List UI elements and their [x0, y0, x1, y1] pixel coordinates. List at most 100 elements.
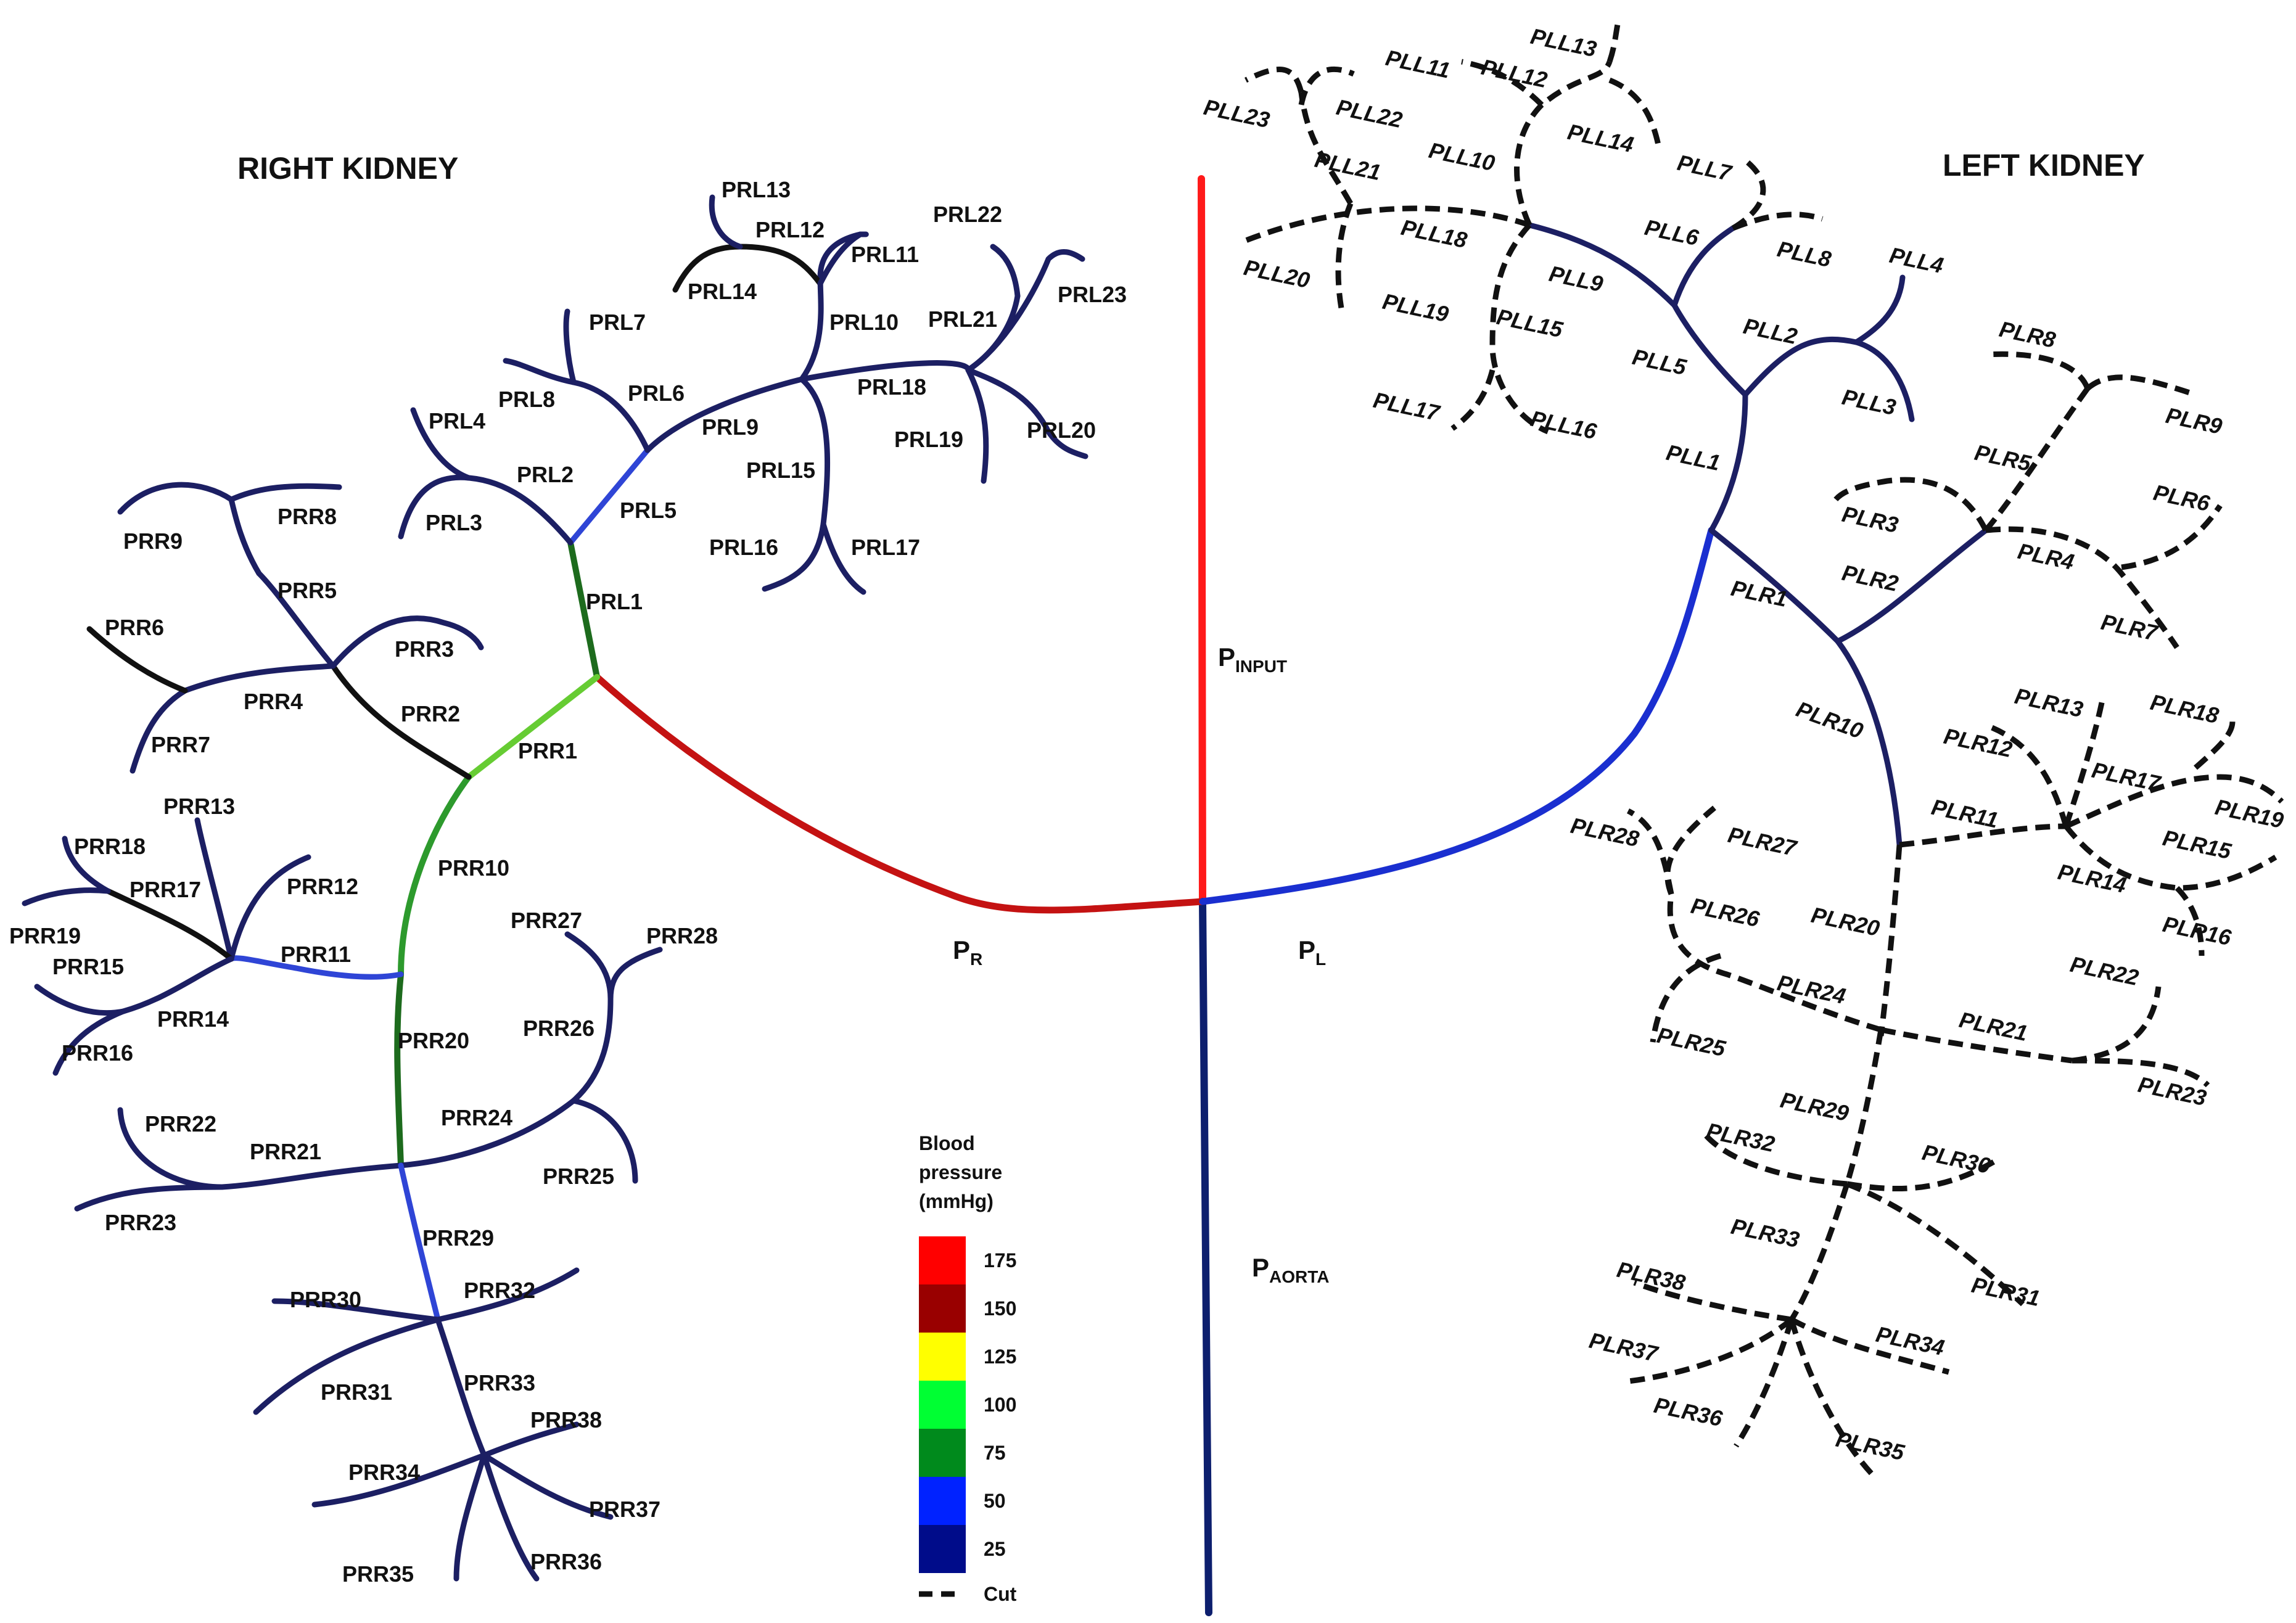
- segment-label-prl13: PRL13: [722, 177, 791, 202]
- segment-label-prl19: PRL19: [894, 427, 963, 452]
- legend-swatch-100: [919, 1381, 966, 1429]
- segment-label-pll7: PLL7: [1675, 150, 1735, 186]
- segment-label-prr1: PRR1: [518, 738, 577, 763]
- plr1-vessel: [1708, 527, 1841, 644]
- segment-label-plr20: PLR20: [1809, 902, 1882, 941]
- pll23-vessel: [1244, 67, 1304, 94]
- segment-label-plr6: PLR6: [2151, 480, 2212, 516]
- prr38-vessel: [481, 1421, 580, 1458]
- plr5-vessel: [1983, 387, 2090, 532]
- segment-label-prr18: PRR18: [74, 834, 146, 859]
- prr29-vessel: [398, 1162, 441, 1323]
- segment-label-prr9: PRR9: [123, 528, 183, 554]
- plr25-vessel: [1650, 953, 1722, 1043]
- segment-label-prr13: PRR13: [163, 794, 235, 819]
- segment-label-plr4: PLR4: [2015, 538, 2076, 575]
- legend-value-175: 175: [984, 1249, 1016, 1272]
- segment-label-prr36: PRR36: [530, 1549, 602, 1574]
- plr11-vessel: [1899, 823, 2067, 848]
- segment-label-prr34: PRR34: [348, 1460, 420, 1485]
- vessel-network: [22, 17, 2284, 1616]
- prr34-vessel: [311, 1452, 487, 1508]
- pll19-vessel: [1335, 202, 1354, 309]
- prr19-vessel: [22, 887, 111, 906]
- prl7-vessel: [563, 308, 577, 385]
- plr27-vessel: [1664, 805, 1716, 895]
- segment-label-plr35: PLR35: [1833, 1426, 1907, 1466]
- segment-label-plr30: PLR30: [1920, 1140, 1993, 1178]
- segment-label-prl10: PRL10: [829, 310, 899, 335]
- segment-label-prr17: PRR17: [130, 877, 201, 902]
- segment-label-prl14: PRL14: [688, 279, 757, 304]
- pll8-vessel: [1732, 212, 1824, 231]
- legend-cut-label: Cut: [984, 1583, 1017, 1605]
- prr30-vessel: [271, 1298, 441, 1323]
- plr31-vessel: [1846, 1181, 2025, 1307]
- segment-label-plr8: PLR8: [1997, 316, 2058, 353]
- prl1-vessel: [567, 540, 600, 680]
- segment-label-pll21: PLL21: [1312, 147, 1383, 186]
- pll14-vessel: [1608, 77, 1662, 149]
- prr32-vessel: [435, 1267, 580, 1323]
- segment-label-prl9: PRL9: [702, 414, 759, 440]
- segment-label-prr38: PRR38: [530, 1407, 602, 1432]
- segment-label-prr31: PRR31: [321, 1379, 392, 1405]
- plr28-vessel: [1626, 808, 1674, 895]
- segment-label-plr29: PLR29: [1778, 1087, 1851, 1126]
- segment-label-prl2: PRL2: [517, 462, 574, 487]
- p-l-label: PL: [1298, 935, 1326, 969]
- prr10-vessel: [398, 774, 472, 977]
- segment-label-pll2: PLL2: [1741, 313, 1800, 349]
- segment-label-prr24: PRR24: [441, 1105, 512, 1130]
- segment-label-prr4: PRR4: [244, 689, 303, 714]
- segment-label-prr27: PRR27: [511, 908, 582, 933]
- segment-label-pll5: PLL5: [1630, 344, 1689, 380]
- segment-label-prr26: PRR26: [523, 1016, 595, 1041]
- input-vessel: [1198, 175, 1206, 905]
- segment-label-prr19: PRR19: [9, 923, 81, 948]
- segment-label-prr2: PRR2: [401, 701, 460, 726]
- legend-value-75: 75: [984, 1442, 1006, 1464]
- segment-label-prr35: PRR35: [342, 1561, 414, 1587]
- p-r-label: PR: [953, 935, 982, 969]
- segment-label-prl8: PRL8: [498, 387, 555, 412]
- segment-label-prr12: PRR12: [287, 874, 358, 899]
- plr16-vessel: [2175, 885, 2205, 956]
- segment-label-prl17: PRL17: [851, 535, 920, 560]
- segment-label-pll16: PLL16: [1528, 406, 1599, 445]
- legend-title-line-2: pressure: [919, 1161, 1002, 1183]
- pll18-vessel: [1245, 205, 1531, 244]
- segment-label-prr32: PRR32: [464, 1278, 535, 1303]
- segment-label-plr31: PLR31: [1969, 1272, 2042, 1311]
- segment-label-prr7: PRR7: [151, 732, 210, 757]
- segment-label-pll14: PLL14: [1565, 119, 1636, 158]
- segment-label-plr19: PLR19: [2213, 794, 2286, 833]
- prr1-vessel: [466, 674, 600, 780]
- segment-label-plr24: PLR24: [1775, 970, 1848, 1009]
- plr10-vessel: [1835, 638, 1903, 848]
- segment-label-plr10: PLR10: [1793, 696, 1866, 744]
- blood-pressure-legend: Blood pressure (mmHg) 175150125100755025…: [919, 1132, 1017, 1605]
- segment-label-prl15: PRL15: [746, 458, 815, 483]
- segment-label-prl18: PRL18: [857, 374, 926, 400]
- prr8-vessel: [228, 483, 342, 503]
- prr12-vessel: [228, 854, 311, 962]
- p-input-label: PINPUT: [1218, 643, 1287, 676]
- segment-label-pll4: PLL4: [1887, 242, 1946, 278]
- segment-label-pll11: PLL11: [1383, 45, 1452, 83]
- segment-label-prr14: PRR14: [157, 1006, 229, 1032]
- segment-label-plr37: PLR37: [1587, 1328, 1661, 1367]
- segment-label-plr27: PLR27: [1726, 822, 1800, 861]
- segment-label-plr7: PLR7: [2099, 609, 2160, 646]
- segment-label-pll17: PLL17: [1371, 387, 1442, 426]
- segment-label-prl16: PRL16: [709, 535, 778, 560]
- prr13-vessel: [194, 817, 234, 962]
- left-main-vessel: [1199, 527, 1715, 905]
- plr3-vessel: [1829, 477, 1989, 532]
- segment-label-prr10: PRR10: [438, 855, 509, 881]
- segment-label-pll9: PLL9: [1547, 261, 1605, 297]
- prl4-vessel: [410, 407, 472, 481]
- segment-label-prl20: PRL20: [1027, 417, 1096, 443]
- segment-label-pll22: PLL22: [1334, 94, 1404, 133]
- legend-value-150: 150: [984, 1297, 1016, 1320]
